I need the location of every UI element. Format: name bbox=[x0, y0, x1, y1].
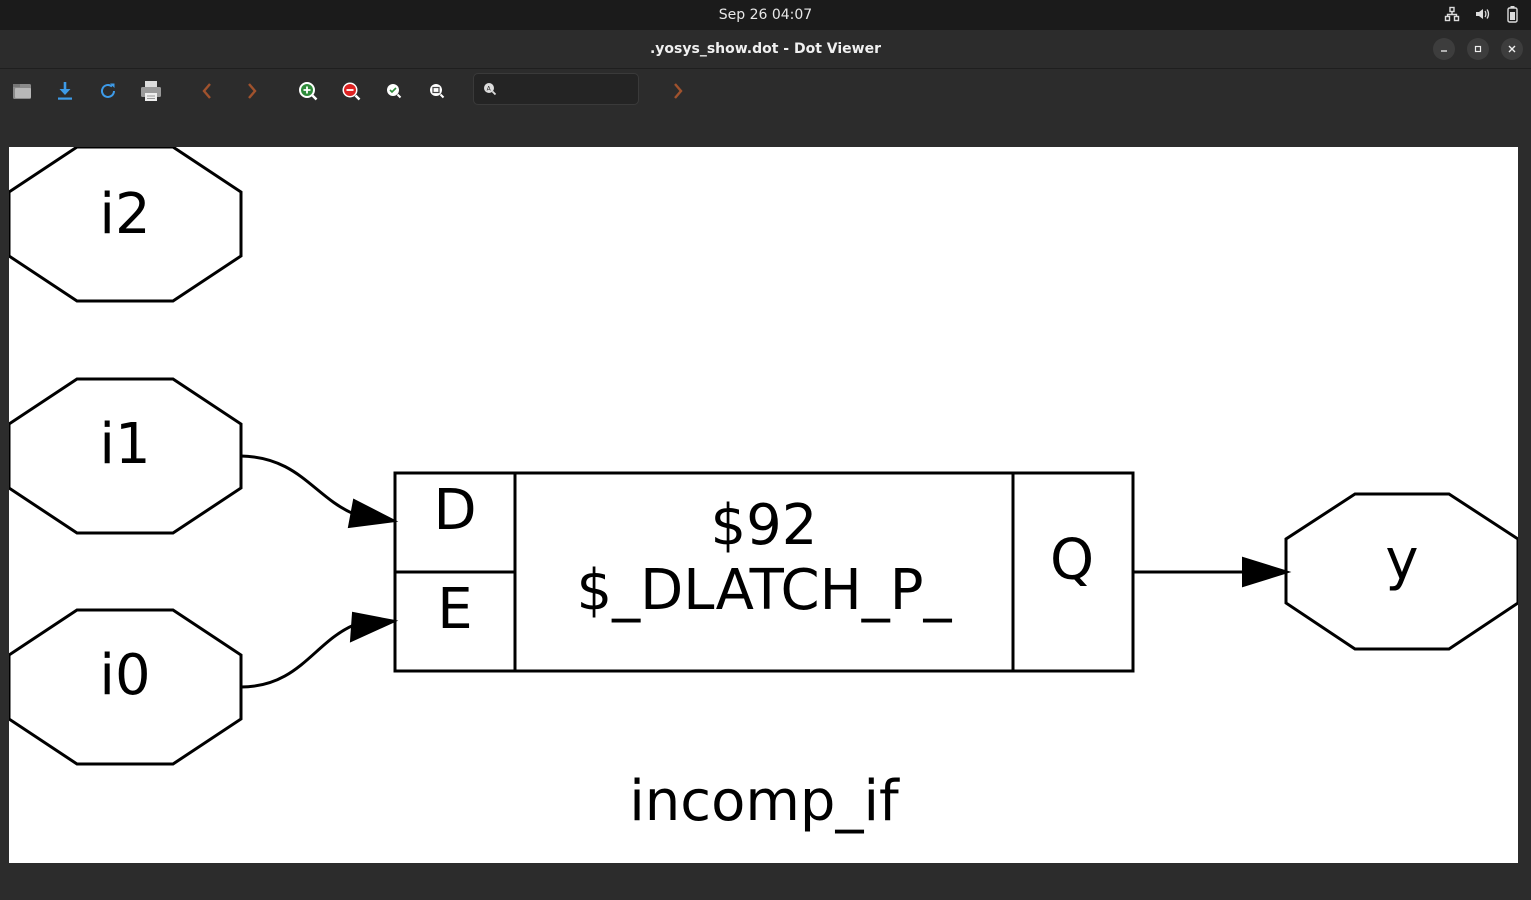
reload-button[interactable] bbox=[94, 77, 122, 105]
minimize-icon bbox=[1441, 50, 1447, 52]
clock[interactable]: Sep 26 04:07 bbox=[718, 7, 813, 23]
zoom-fit-icon bbox=[387, 84, 402, 99]
system-tray[interactable] bbox=[1443, 5, 1521, 23]
chevron-left-icon bbox=[202, 83, 211, 99]
open-button[interactable] bbox=[8, 77, 36, 105]
back-button[interactable] bbox=[193, 77, 221, 105]
search-input[interactable] bbox=[504, 78, 636, 102]
svg-text:A: A bbox=[487, 85, 492, 92]
cell-id-label: $92 bbox=[711, 493, 818, 558]
edge-i1-d bbox=[240, 454, 355, 516]
system-top-bar: Sep 26 04:07 bbox=[0, 0, 1531, 30]
edge-i0-e bbox=[240, 623, 355, 689]
zoom-in-icon bbox=[299, 82, 318, 101]
port-q-label: Q bbox=[1050, 528, 1094, 593]
window-titlebar[interactable]: .yosys_show.dot - Dot Viewer bbox=[0, 30, 1531, 69]
download-icon bbox=[58, 82, 72, 100]
minimize-button[interactable] bbox=[1433, 38, 1455, 60]
zoom-in-button[interactable] bbox=[294, 77, 322, 105]
arrowhead-e bbox=[349, 611, 399, 643]
find-next-button[interactable] bbox=[664, 77, 692, 105]
zoom-out-button[interactable] bbox=[337, 77, 365, 105]
graph-canvas[interactable]: i2 i1 i0 y D E Q $92 $_DLATCH_P_ incomp_… bbox=[9, 147, 1518, 863]
node-i1-shape[interactable] bbox=[9, 377, 243, 535]
node-i2-label: i2 bbox=[99, 182, 150, 247]
zoom-original-icon bbox=[430, 84, 445, 99]
chevron-right-icon bbox=[674, 83, 683, 99]
arrowhead-d bbox=[347, 498, 399, 529]
refresh-icon bbox=[101, 83, 115, 98]
volume-icon[interactable] bbox=[1473, 5, 1491, 23]
close-icon bbox=[1508, 45, 1516, 53]
chevron-right-icon bbox=[248, 83, 257, 99]
node-i0-shape[interactable] bbox=[9, 608, 243, 766]
restore-icon bbox=[1474, 45, 1482, 53]
save-button[interactable] bbox=[51, 77, 79, 105]
window-title: .yosys_show.dot - Dot Viewer bbox=[649, 41, 882, 57]
zoom-100-button[interactable] bbox=[423, 77, 451, 105]
module-name-label: incomp_if bbox=[629, 769, 900, 834]
network-icon[interactable] bbox=[1443, 5, 1461, 23]
node-y-label: y bbox=[1385, 528, 1418, 593]
port-e-label: E bbox=[437, 577, 472, 642]
graph-svg: i2 i1 i0 y D E Q $92 $_DLATCH_P_ incomp_… bbox=[9, 147, 1518, 834]
toolbar: A bbox=[0, 69, 1531, 113]
search-box[interactable]: A bbox=[473, 73, 639, 105]
port-d-label: D bbox=[433, 478, 476, 543]
close-button[interactable] bbox=[1501, 38, 1523, 60]
node-i0-label: i0 bbox=[99, 643, 150, 708]
folder-open-icon bbox=[13, 84, 31, 99]
maximize-button[interactable] bbox=[1467, 38, 1489, 60]
zoom-fit-button[interactable] bbox=[380, 77, 408, 105]
printer-icon bbox=[141, 81, 161, 101]
node-i1-label: i1 bbox=[99, 412, 150, 477]
arrowhead-y bbox=[1242, 556, 1292, 588]
print-button[interactable] bbox=[137, 77, 165, 105]
forward-button[interactable] bbox=[238, 77, 266, 105]
battery-icon[interactable] bbox=[1503, 5, 1521, 23]
zoom-out-icon bbox=[342, 82, 361, 101]
node-y-shape[interactable] bbox=[1284, 492, 1518, 651]
window-controls bbox=[1433, 38, 1523, 60]
node-i2-shape[interactable] bbox=[9, 147, 243, 303]
cell-type-label: $_DLATCH_P_ bbox=[576, 558, 952, 623]
find-icon: A bbox=[484, 83, 497, 96]
